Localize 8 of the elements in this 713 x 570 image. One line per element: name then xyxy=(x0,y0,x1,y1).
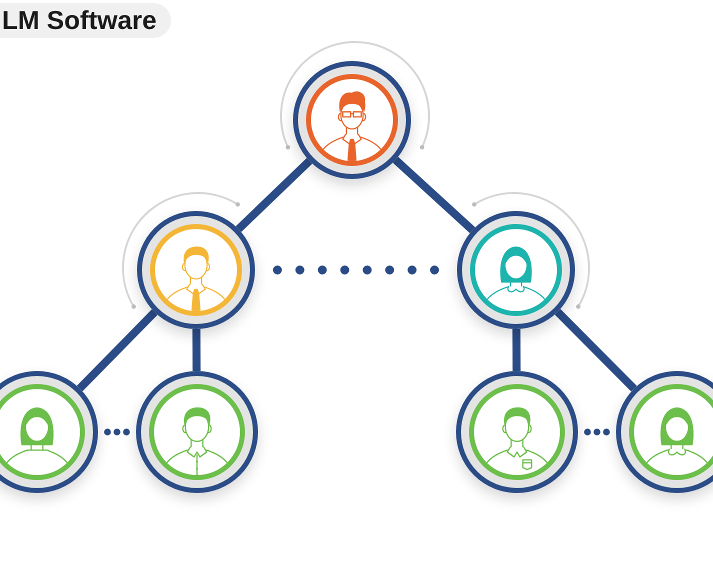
connector-line xyxy=(192,328,201,372)
connector-line xyxy=(236,158,312,232)
connector-line xyxy=(512,328,521,372)
connector-line xyxy=(554,308,637,392)
connector-line xyxy=(392,156,476,234)
connector-line xyxy=(76,309,158,392)
person-circle xyxy=(293,61,411,179)
title: LM Software xyxy=(0,3,171,38)
